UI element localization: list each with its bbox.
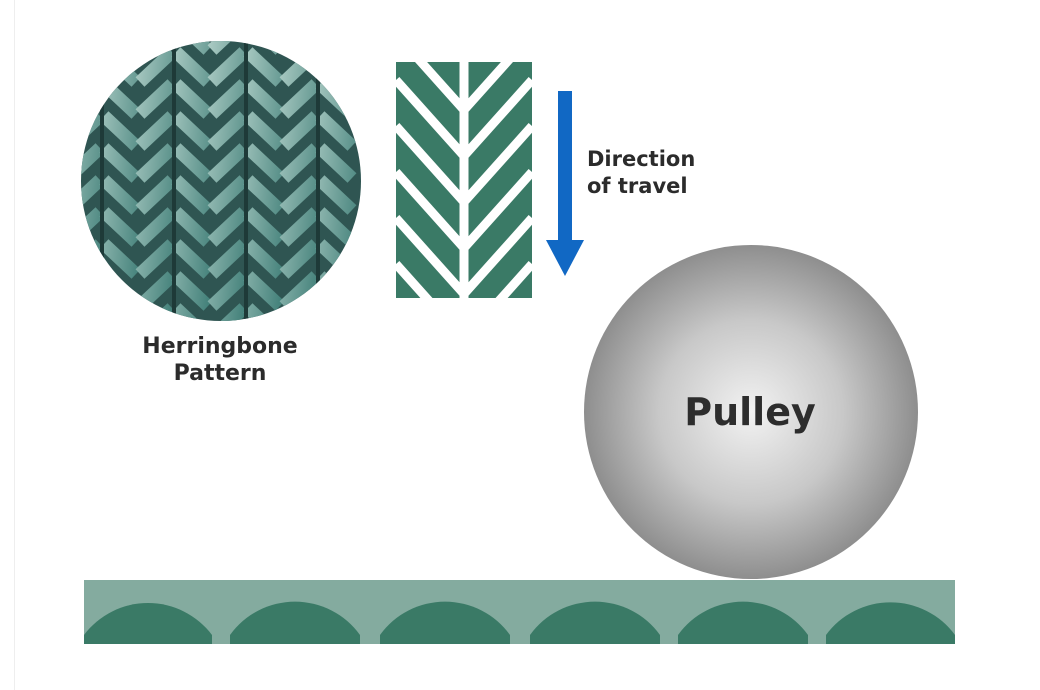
- herringbone-photo: [81, 41, 361, 321]
- page-border: [14, 0, 15, 690]
- herringbone-pattern-label: Herringbone Pattern: [100, 333, 340, 387]
- herringbone-schematic: [396, 62, 532, 298]
- direction-label-line1: Direction: [587, 147, 696, 171]
- direction-of-travel-label: Direction of travel: [587, 146, 695, 200]
- herringbone-label-line1: Herringbone: [142, 334, 298, 359]
- herringbone-ribs: [81, 41, 357, 321]
- pulley-label: Pulley: [684, 390, 816, 434]
- direction-label-line2: of travel: [587, 174, 688, 198]
- pulley: [584, 245, 918, 579]
- belt-cross-section: [84, 580, 955, 644]
- down-arrow-icon: [546, 91, 584, 276]
- herringbone-label-line2: Pattern: [173, 361, 267, 386]
